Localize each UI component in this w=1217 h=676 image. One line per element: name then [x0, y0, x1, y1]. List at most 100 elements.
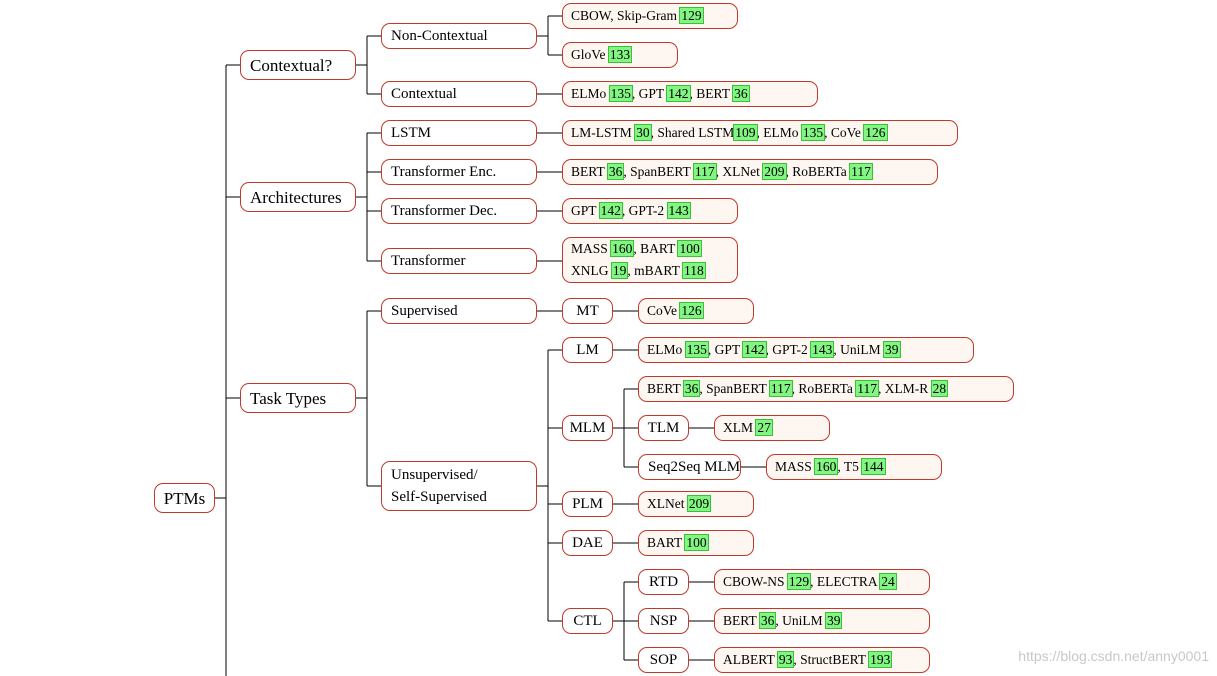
- node-label: PLM: [572, 495, 603, 512]
- citation: 39: [883, 341, 901, 359]
- leaf-segment: MASS: [571, 241, 612, 256]
- watermark: https://blog.csdn.net/anny0001: [1018, 648, 1209, 664]
- citation: 117: [849, 163, 873, 181]
- leaf-text: MASS 160, T5 144: [775, 458, 886, 476]
- citation: 142: [598, 202, 623, 220]
- node-label: LSTM: [391, 124, 432, 141]
- node-task-types: Task Types: [240, 383, 356, 413]
- node-label: Non-Contextual: [391, 27, 488, 44]
- node-non-contextual: Non-Contextual: [381, 23, 537, 49]
- leaf-sop: ALBERT 93, StructBERT 193: [714, 647, 930, 673]
- leaf-text: ELMo 135, GPT 142, BERT 36: [571, 85, 750, 103]
- citation: 93: [776, 651, 795, 669]
- leaf-seq2seq: MASS 160, T5 144: [766, 454, 942, 480]
- leaf-segment: BERT: [571, 164, 608, 180]
- citation: 24: [879, 573, 897, 591]
- leaf-text: GloVe 133: [571, 46, 633, 64]
- leaf-segment: , Shared LSTM: [650, 125, 735, 141]
- citation: 36: [732, 85, 750, 103]
- node-label: Contextual?: [250, 55, 333, 75]
- leaf-glove: GloVe 133: [562, 42, 678, 68]
- leaf-segment: , XLNet: [715, 164, 764, 180]
- node-label: Transformer: [391, 252, 466, 269]
- leaf-segment: , UniLM: [775, 613, 826, 629]
- citation: 193: [868, 651, 893, 669]
- leaf-text: BART 100: [647, 534, 709, 552]
- node-tlm: TLM: [638, 415, 689, 441]
- citation: 27: [755, 419, 773, 437]
- node-transformer-enc: Transformer Enc.: [381, 159, 537, 185]
- node-label: DAE: [572, 534, 603, 551]
- node-label: NSP: [649, 612, 678, 629]
- node-label: Transformer Dec.: [391, 202, 498, 219]
- leaf-segment: , RoBERTa: [785, 164, 851, 180]
- node-mlm: MLM: [562, 415, 613, 441]
- leaf-segment: GloVe: [571, 47, 609, 63]
- leaf-segment: , SpanBERT: [623, 164, 694, 180]
- citation: 209: [686, 495, 712, 513]
- citation: 36: [682, 380, 701, 398]
- leaf-text: BERT 36, SpanBERT 117, RoBERTa 117, XLM-…: [647, 380, 949, 398]
- leaf-segment: MASS: [775, 459, 816, 475]
- leaf-transformer: MASS 160, BART 100 XNLG 19, mBART 118: [562, 237, 738, 283]
- leaf-segment: , BERT: [689, 86, 734, 102]
- node-supervised: Supervised: [381, 298, 537, 324]
- node-label: PTMs: [163, 488, 206, 508]
- leaf-segment: , GPT: [707, 342, 744, 358]
- citation: 129: [786, 573, 812, 591]
- node-mt: MT: [562, 298, 613, 324]
- leaf-segment: BART: [647, 535, 686, 551]
- citation: 160: [610, 240, 635, 257]
- node-seq2seq-mlm: Seq2Seq MLM: [638, 454, 741, 480]
- leaf-segment: ELMo: [571, 86, 610, 102]
- node-label: MT: [576, 302, 599, 319]
- node-nsp: NSP: [638, 608, 689, 634]
- leaf-segment: , BART: [633, 241, 679, 256]
- leaf-transformer-enc: BERT 36, SpanBERT 117, XLNet 209, RoBERT…: [562, 159, 938, 185]
- citation: 133: [607, 46, 633, 64]
- leaf-segment: XNLG: [571, 263, 612, 278]
- leaf-segment: GPT: [571, 203, 600, 219]
- node-label: CTL: [573, 612, 602, 629]
- citation: 142: [742, 341, 767, 359]
- node-transformer-dec: Transformer Dec.: [381, 198, 537, 224]
- node-label: Seq2Seq MLM: [648, 458, 741, 475]
- citation: 117: [855, 380, 880, 398]
- leaf-text: GPT 142, GPT-2 143: [571, 202, 691, 220]
- leaf-text-line1: MASS 160, BART 100: [571, 238, 702, 260]
- node-label: Transformer Enc.: [391, 163, 497, 180]
- leaf-segment: , StructBERT: [793, 652, 870, 668]
- node-sop: SOP: [638, 647, 689, 673]
- node-label: Supervised: [391, 302, 458, 319]
- leaf-mt: CoVe 126: [638, 298, 754, 324]
- citation: 143: [810, 341, 835, 359]
- leaf-segment: , SpanBERT: [699, 381, 770, 397]
- leaf-segment: BERT: [723, 613, 760, 629]
- leaf-lstm: LM-LSTM 30, Shared LSTM109, ELMo 135, Co…: [562, 120, 958, 146]
- leaf-segment: ALBERT: [723, 652, 778, 668]
- node-unsupervised: Unsupervised/ Self-Supervised: [381, 461, 537, 511]
- citation: 36: [758, 612, 777, 630]
- node-transformer: Transformer: [381, 248, 537, 274]
- leaf-text: CoVe 126: [647, 302, 704, 320]
- citation: 135: [800, 124, 826, 142]
- node-label: TLM: [647, 419, 680, 436]
- citation: 209: [762, 163, 787, 181]
- leaf-segment: , XLM-R: [878, 381, 932, 397]
- leaf-segment: , T5: [837, 459, 863, 475]
- node-label-line2: Self-Supervised: [391, 489, 487, 505]
- leaf-tlm: XLM 27: [714, 415, 830, 441]
- citation: 126: [679, 302, 704, 320]
- node-architectures: Architectures: [240, 182, 356, 212]
- leaf-text: ALBERT 93, StructBERT 193: [723, 651, 893, 669]
- citation: 30: [634, 124, 652, 142]
- leaf-text: ELMo 135, GPT 142, GPT-2 143, UniLM 39: [647, 341, 901, 359]
- node-ctl: CTL: [562, 608, 613, 634]
- node-label: RTD: [648, 573, 679, 590]
- node-rtd: RTD: [638, 569, 689, 595]
- leaf-text: CBOW-NS 129, ELECTRA 24: [723, 573, 897, 591]
- leaf-segment: CBOW, Skip-Gram: [571, 8, 681, 24]
- node-label: MLM: [569, 419, 606, 436]
- node-dae: DAE: [562, 530, 613, 556]
